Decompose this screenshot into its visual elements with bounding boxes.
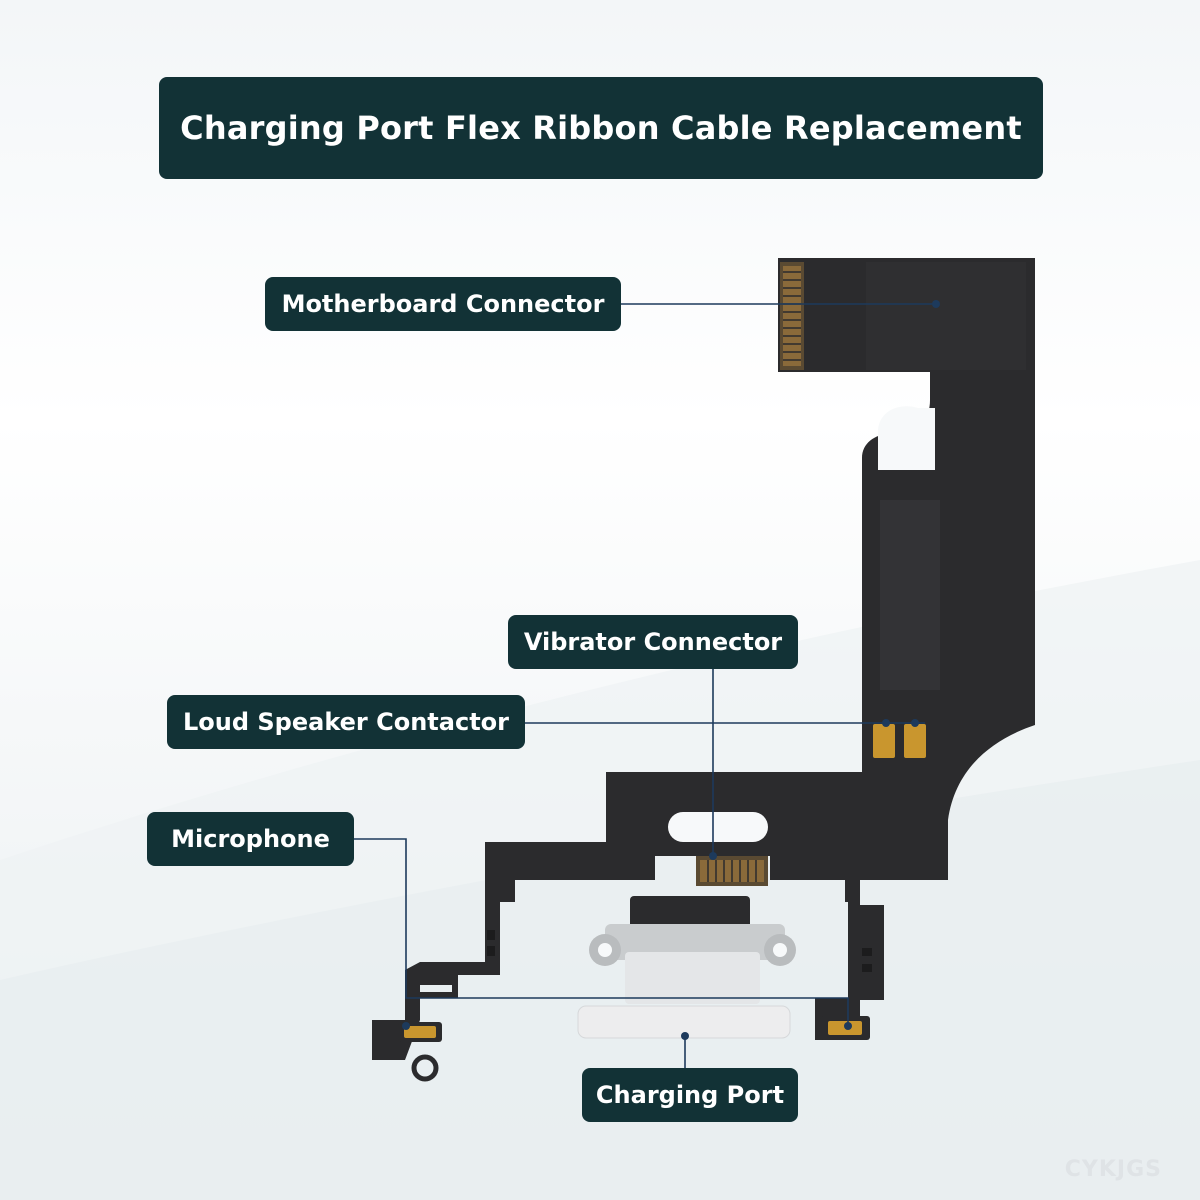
speaker-contacts (873, 724, 926, 758)
page-title: Charging Port Flex Ribbon Cable Replacem… (159, 77, 1043, 179)
label-charging-port: Charging Port (582, 1068, 798, 1122)
motherboard-connector (780, 262, 804, 370)
label-microphone: Microphone (147, 812, 354, 866)
charging-port (577, 896, 796, 1039)
leader-lines (354, 303, 936, 1068)
smd-components (487, 930, 872, 972)
label-loud-speaker-contactor: Loud Speaker Contactor (167, 695, 525, 749)
vibrator-connector (696, 856, 768, 886)
label-motherboard-connector: Motherboard Connector (265, 277, 621, 331)
label-vibrator-connector: Vibrator Connector (508, 615, 798, 669)
brand-watermark: CYKJGS (1064, 1157, 1162, 1182)
leader-dots (402, 300, 940, 1040)
flex-cable (372, 258, 1035, 1082)
